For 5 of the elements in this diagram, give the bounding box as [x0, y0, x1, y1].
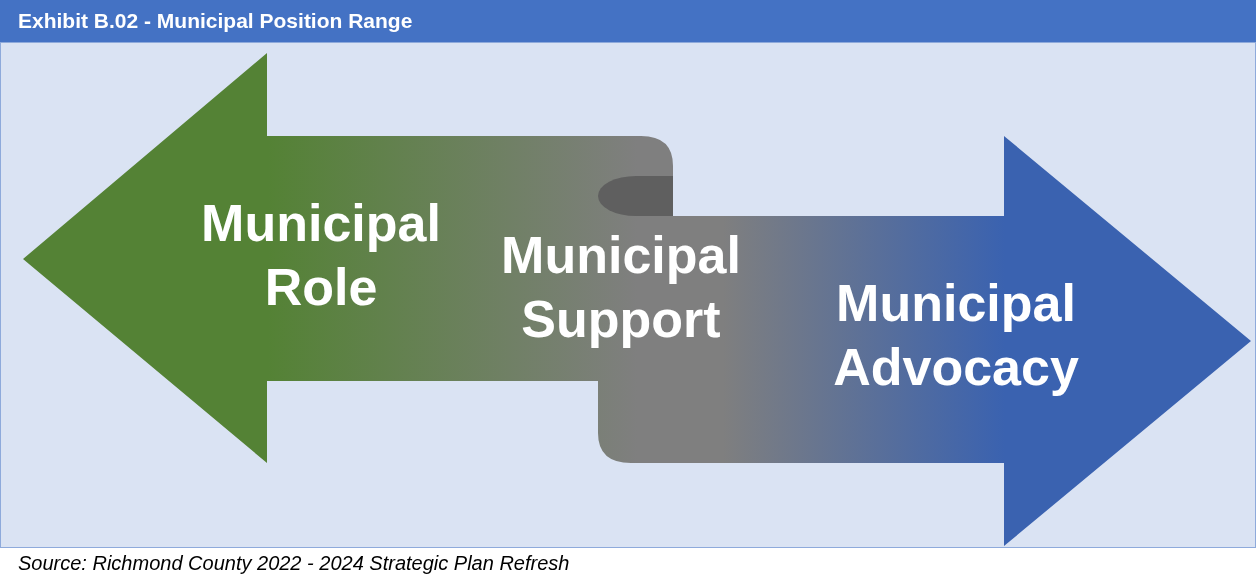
exhibit-title: Exhibit B.02 - Municipal Position Range	[0, 0, 1256, 42]
support-label: Municipal Support	[500, 225, 742, 350]
role-label: Municipal Role	[200, 193, 442, 318]
advocacy-label: Municipal Advocacy	[832, 273, 1080, 398]
source-caption: Source: Richmond County 2022 - 2024 Strategic Plan Refresh	[17, 552, 571, 575]
